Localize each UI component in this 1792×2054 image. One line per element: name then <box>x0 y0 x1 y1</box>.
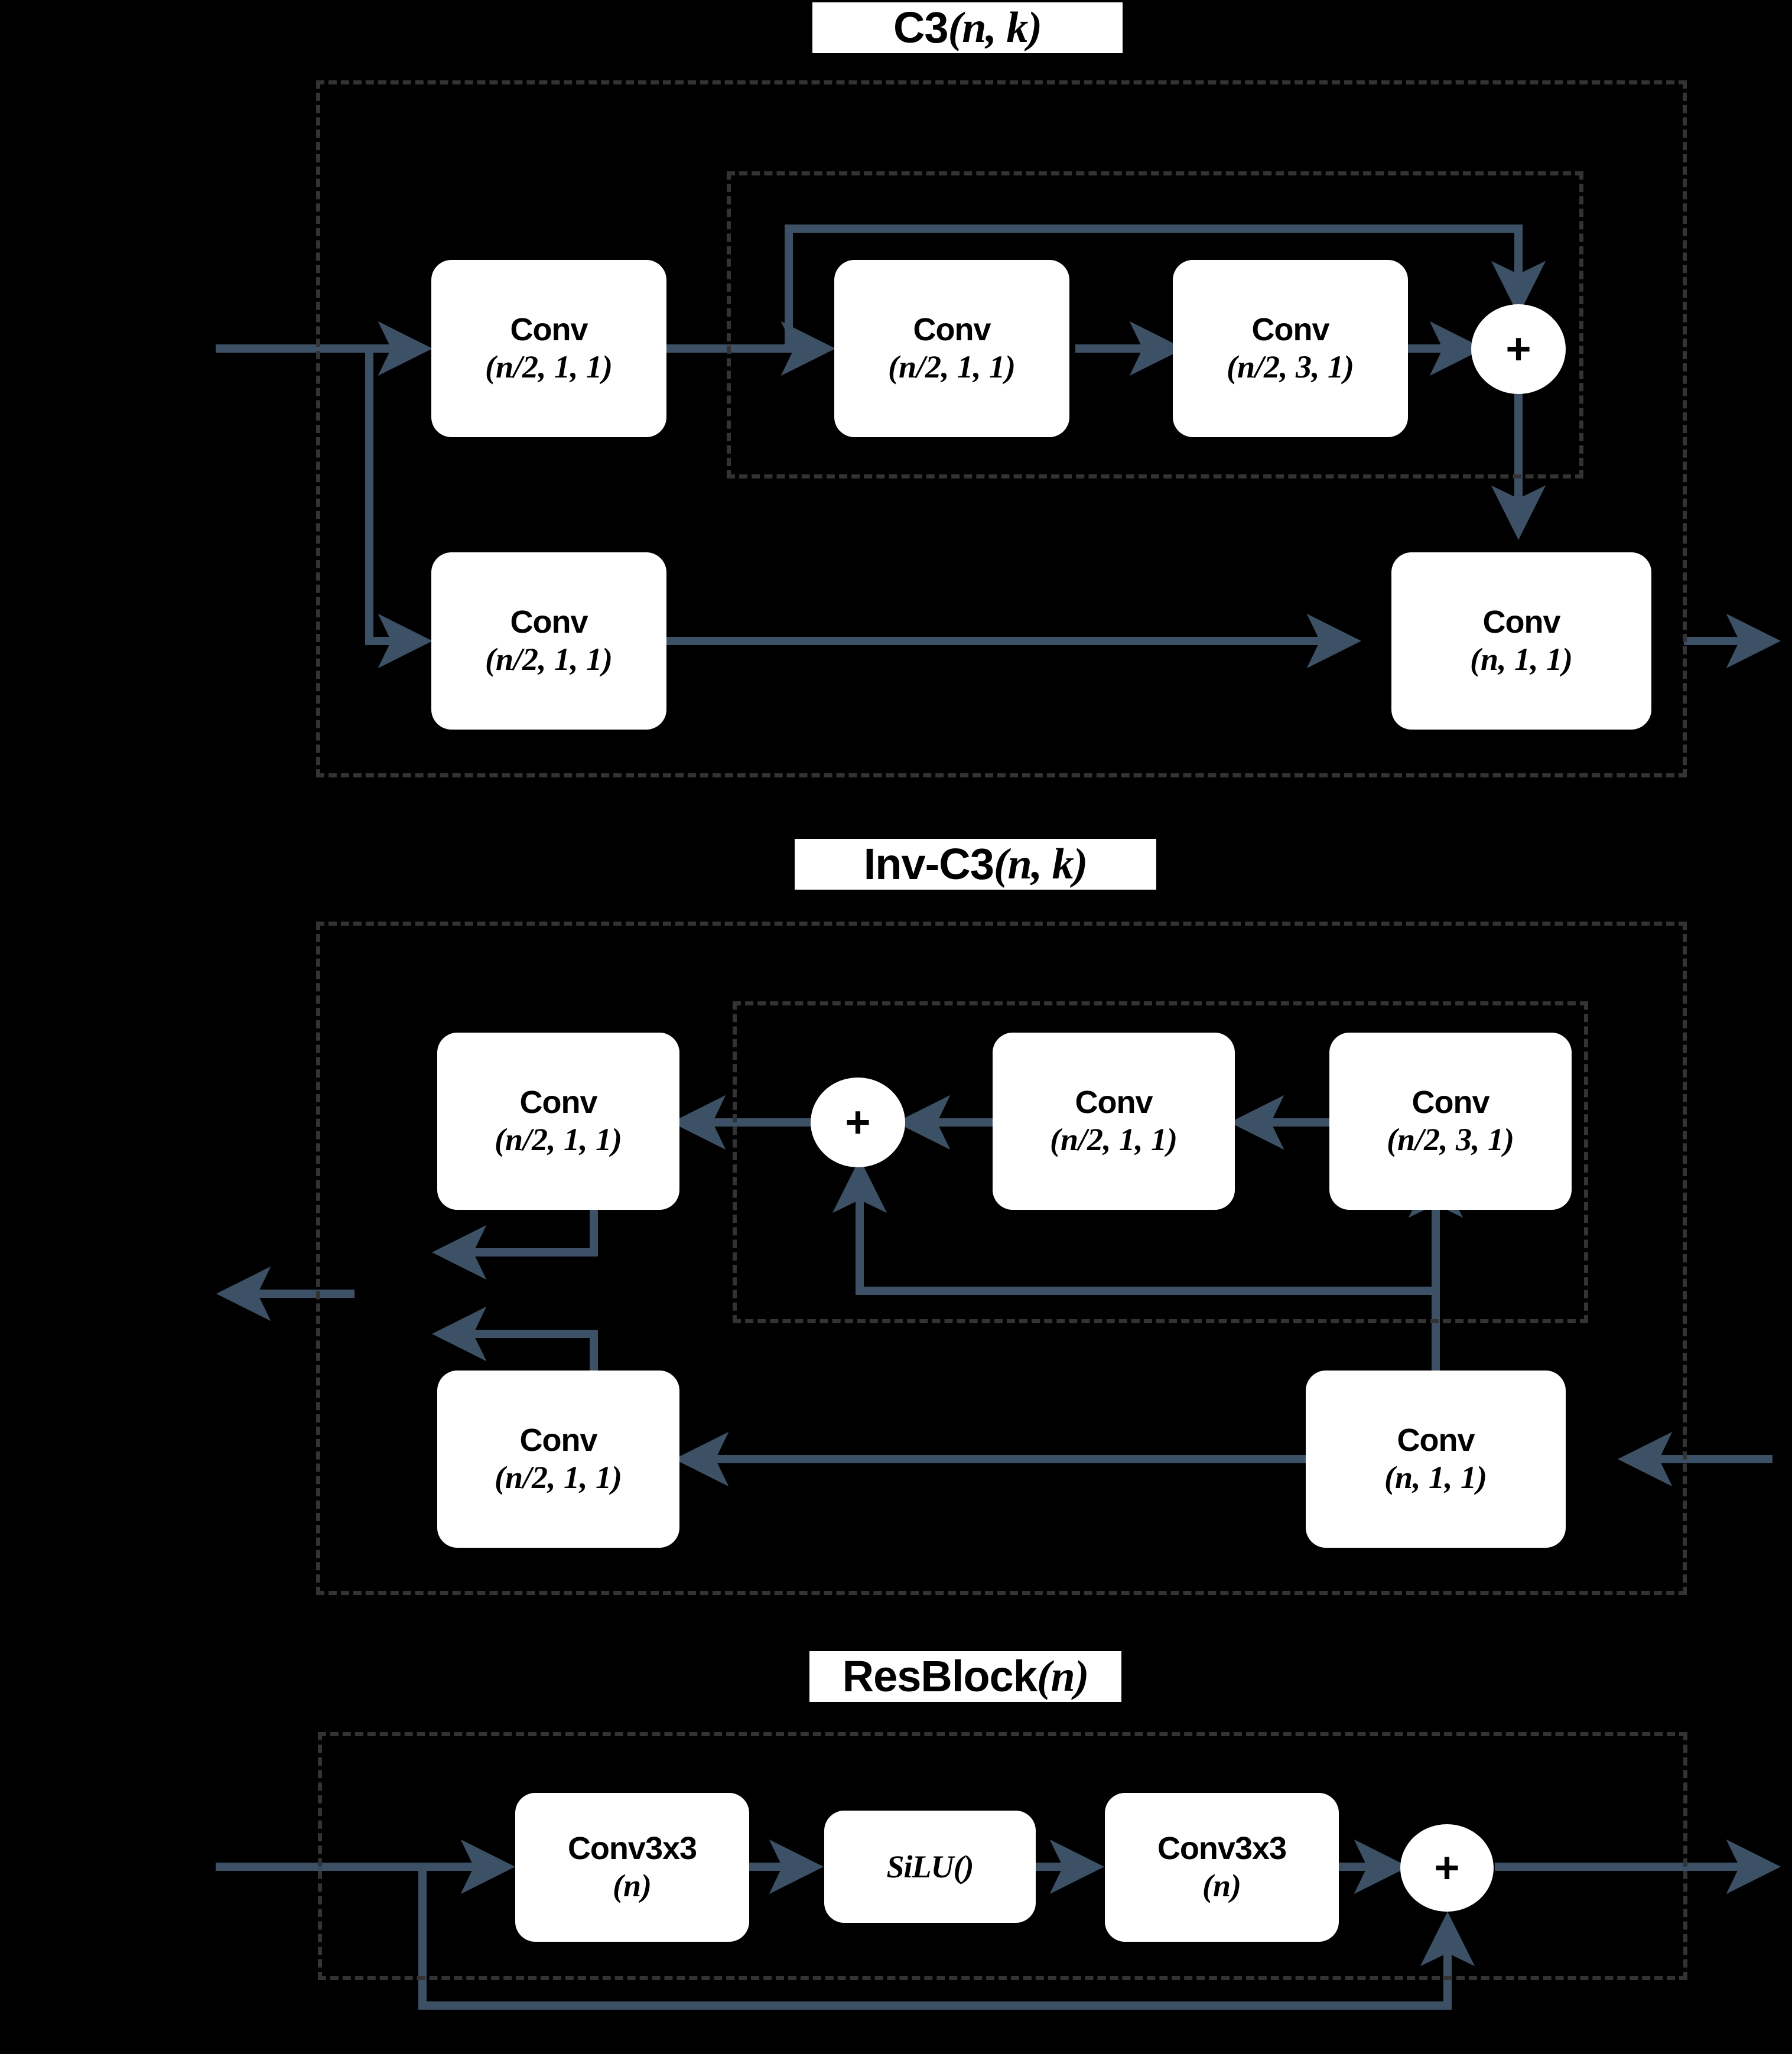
invc3-title: Inv-C3 (n, k) <box>795 839 1156 890</box>
node-label-line2: (n/2, 1, 1) <box>888 349 1016 385</box>
node-label-line2: (n/2, 1, 1) <box>485 349 613 385</box>
plus-icon: + <box>1505 324 1531 373</box>
c3-conv-c[interactable]: Conv (n/2, 3, 1) <box>1173 260 1408 437</box>
resblock-title: ResBlock (n) <box>809 1651 1121 1702</box>
node-label-line2: (n/2, 1, 1) <box>495 1460 622 1495</box>
node-label-line2: (n/2, 3, 1) <box>1387 1122 1514 1157</box>
node-label-line1: Conv <box>1482 604 1561 640</box>
node-label-line1: Conv <box>510 312 588 348</box>
resblock-title-main: ResBlock <box>842 1652 1038 1701</box>
c3-title-params: (n, k) <box>948 4 1042 52</box>
node-label-line1: Conv <box>1412 1085 1490 1121</box>
node-label-line1: Conv <box>913 312 991 348</box>
invc3-conv-c[interactable]: Conv (n/2, 3, 1) <box>1329 1033 1572 1210</box>
invc3-bottleneck-container <box>733 1001 1588 1323</box>
invc3-conv-in[interactable]: Conv (n, 1, 1) <box>1306 1371 1566 1548</box>
invc3-conv-b[interactable]: Conv (n/2, 1, 1) <box>993 1033 1235 1210</box>
c3-outer-container <box>316 80 1687 777</box>
node-label-line2: (n) <box>613 1868 652 1903</box>
c3-conv-b[interactable]: Conv (n/2, 1, 1) <box>834 260 1069 437</box>
resblock-outer-container <box>318 1732 1687 1980</box>
c3-add-operator: + <box>1471 304 1566 394</box>
invc3-title-params: (n, k) <box>993 840 1088 888</box>
node-label-line1: Conv <box>1397 1422 1475 1459</box>
node-label-line1: SiLU() <box>886 1848 974 1884</box>
c3-conv-a[interactable]: Conv (n/2, 1, 1) <box>431 260 666 437</box>
node-label-line2: (n, 1, 1) <box>1470 642 1573 677</box>
plus-icon: + <box>845 1098 871 1147</box>
node-label-line2: (n) <box>1202 1868 1241 1903</box>
c3-bottleneck-container <box>727 171 1583 478</box>
invc3-outer-container <box>316 922 1687 1595</box>
node-label-line2: (n/2, 1, 1) <box>1050 1122 1178 1157</box>
invc3-conv-d[interactable]: Conv (n/2, 1, 1) <box>437 1371 679 1548</box>
res-conv2[interactable]: Conv3x3 (n) <box>1105 1793 1339 1942</box>
node-label-line2: (n, 1, 1) <box>1384 1460 1487 1495</box>
node-label-line1: Conv <box>519 1422 598 1459</box>
node-label-line1: Conv3x3 <box>1157 1831 1287 1867</box>
invc3-title-main: Inv-C3 <box>863 839 994 888</box>
resblock-title-params: (n) <box>1036 1652 1089 1701</box>
node-label-line2: (n/2, 3, 1) <box>1227 349 1354 385</box>
res-silu[interactable]: SiLU() <box>824 1811 1036 1923</box>
res-add-operator: + <box>1400 1824 1494 1912</box>
c3-conv-out[interactable]: Conv (n, 1, 1) <box>1391 552 1651 730</box>
node-label-line2: (n/2, 1, 1) <box>485 642 613 677</box>
node-label-line1: Conv <box>1251 312 1330 348</box>
invc3-conv-a[interactable]: Conv (n/2, 1, 1) <box>437 1033 679 1210</box>
c3-title: C3 (n, k) <box>812 2 1123 53</box>
res-conv1[interactable]: Conv3x3 (n) <box>515 1793 749 1942</box>
node-label-line1: Conv <box>519 1085 598 1121</box>
plus-icon: + <box>1434 1843 1460 1892</box>
node-label-line1: Conv <box>510 604 588 640</box>
c3-conv-d[interactable]: Conv (n/2, 1, 1) <box>431 552 666 730</box>
node-label-line2: (n/2, 1, 1) <box>495 1122 622 1157</box>
c3-title-main: C3 <box>893 3 949 52</box>
node-label-line1: Conv <box>1075 1085 1153 1121</box>
invc3-add-operator: + <box>811 1078 905 1167</box>
node-label-line1: Conv3x3 <box>567 1831 697 1867</box>
